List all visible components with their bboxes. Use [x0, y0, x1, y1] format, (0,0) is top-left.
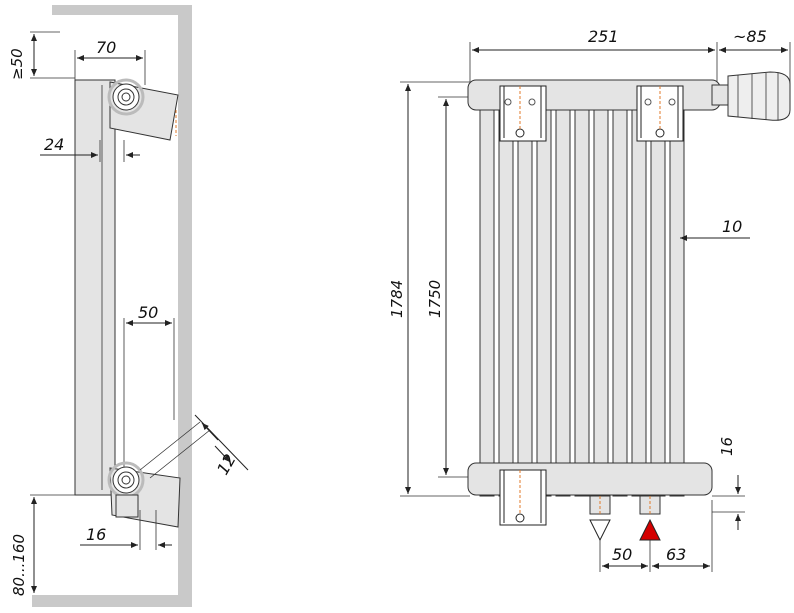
overall-height-dimension: 1784: [388, 81, 470, 497]
wall: [32, 5, 192, 607]
overall-height-label: 1784: [388, 280, 406, 318]
supply-connection: [589, 495, 611, 542]
lower-offset-dimension: 50: [123, 303, 175, 470]
depth-label: 24: [44, 135, 64, 154]
bottom-gap-dimension: 16: [712, 437, 745, 530]
top-gap-dimension: ≥50: [8, 31, 75, 80]
valve-depth-dimension: ~85: [719, 27, 791, 85]
radiator-tubes: [479, 83, 685, 497]
floor-gap-label: 80...160: [10, 534, 28, 596]
depth-dimension: 24: [40, 135, 140, 162]
top-valve-bracket: [107, 78, 179, 141]
top-right-bracket: [636, 85, 684, 142]
bracket-width-label: 70: [96, 38, 116, 57]
bracket-width-dimension: 70: [74, 38, 146, 85]
bottom-gap-label: 16: [718, 437, 736, 456]
supply-triangle-icon: [589, 519, 611, 542]
top-left-bracket: [499, 85, 547, 142]
floor-gap-dimension: 80...160: [10, 494, 75, 596]
radiator-side-body: [74, 79, 116, 496]
angle-dimension: 12: [139, 414, 249, 479]
top-gap-label: ≥50: [8, 48, 26, 80]
bottom-bracket: [499, 469, 547, 526]
bottom-offset-dimension: 16: [80, 510, 172, 550]
valve-depth-label: ~85: [733, 27, 767, 46]
bottom-offset-label: 16: [86, 525, 106, 544]
overall-width-label: 251: [588, 27, 619, 46]
front-view: 251 ~85 1784 1750: [388, 27, 791, 572]
tube-gap-dimension: 10: [680, 217, 750, 241]
center-height-dimension: 1750: [426, 96, 480, 478]
supply-offset-label: 50: [612, 545, 632, 564]
overall-width-dimension: 251: [469, 27, 718, 85]
side-view: ≥50 70 24: [8, 5, 249, 607]
connection-offsets-dimension: 50 63: [599, 500, 713, 572]
lower-offset-label: 50: [138, 303, 158, 322]
angle-label: 12: [213, 451, 240, 478]
tube-gap-label: 10: [722, 217, 742, 236]
thermostatic-valve-head: [711, 71, 791, 121]
return-triangle-icon: [639, 518, 661, 541]
center-height-label: 1750: [426, 280, 444, 318]
return-offset-label: 63: [666, 545, 686, 564]
bottom-valve-bracket: [107, 461, 181, 528]
return-connection: [639, 495, 661, 541]
